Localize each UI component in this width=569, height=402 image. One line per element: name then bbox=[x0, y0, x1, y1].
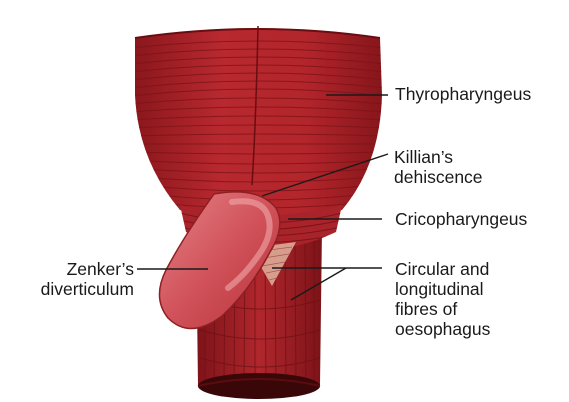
label-thyropharyngeus-text: Thyropharyngeus bbox=[395, 84, 531, 104]
label-killians-line-2: dehiscence bbox=[394, 167, 483, 187]
thyropharyngeus-muscle bbox=[130, 26, 385, 222]
label-oesophagus-fibres: Circular and longitudinal fibres of oeso… bbox=[395, 259, 490, 339]
label-cricopharyngeus-text: Cricopharyngeus bbox=[395, 209, 527, 229]
label-fibres-line-3: fibres of bbox=[395, 299, 490, 319]
oesophagus-lumen bbox=[198, 373, 320, 399]
label-thyropharyngeus: Thyropharyngeus bbox=[395, 84, 531, 104]
label-fibres-line-1: Circular and bbox=[395, 259, 490, 279]
label-fibres-line-2: longitudinal bbox=[395, 279, 490, 299]
label-killians-dehiscence: Killian’s dehiscence bbox=[394, 147, 483, 187]
label-zenkers-diverticulum: Zenker’s diverticulum bbox=[36, 259, 134, 299]
label-zenkers-line-2: diverticulum bbox=[36, 279, 134, 299]
label-killians-line-1: Killian’s bbox=[394, 147, 483, 167]
label-zenkers-line-1: Zenker’s bbox=[36, 259, 134, 279]
label-fibres-line-4: oesophagus bbox=[395, 319, 490, 339]
label-cricopharyngeus: Cricopharyngeus bbox=[395, 209, 527, 229]
